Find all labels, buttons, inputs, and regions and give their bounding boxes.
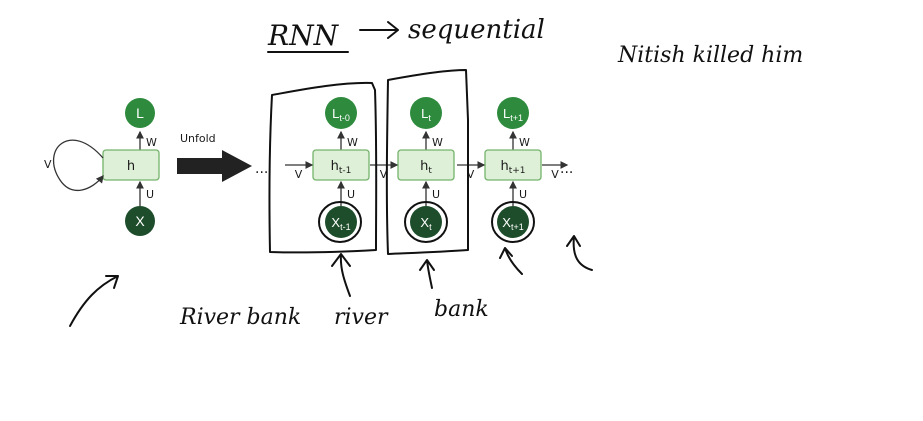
word-river: river — [334, 305, 389, 330]
step-2-output-node — [410, 97, 442, 129]
folded-hidden-box — [102, 149, 160, 181]
step-1-input-node — [325, 206, 357, 238]
step-3-output-label: Lt+1 — [503, 106, 523, 123]
title-sequential: sequential — [408, 15, 545, 45]
step-1-w-label: W — [347, 136, 358, 149]
folded-hidden-label: h — [127, 159, 135, 174]
step-3-output-node — [497, 97, 529, 129]
step-2-input-node — [410, 206, 442, 238]
word-bank: bank — [434, 297, 489, 322]
folded-input-label: X — [135, 213, 145, 229]
folded-rnn: L W h U X V — [44, 98, 160, 236]
folded-loop — [52, 139, 104, 191]
step-1-input-label: Xt-1 — [331, 215, 350, 232]
hand-arrow-3 — [499, 247, 523, 275]
folded-input-node — [125, 206, 155, 236]
step-1-output-node — [325, 97, 357, 129]
hand-arrow-5 — [69, 275, 119, 327]
step-3-u-label: U — [519, 188, 527, 201]
step-1-v-label: V — [295, 168, 303, 181]
folded-output-node — [125, 98, 155, 128]
title-arrow — [359, 21, 399, 39]
unfold-arrow — [177, 150, 252, 182]
step-2-output-label: Lt — [421, 106, 431, 123]
folded-output-label: L — [136, 105, 144, 121]
hand-box-step-1 — [268, 81, 378, 254]
folded-v-label: V — [44, 158, 52, 171]
hand-box-step-2 — [385, 69, 470, 255]
trailing-v-label: V — [551, 168, 559, 181]
step-2-hidden-label: ht — [420, 159, 432, 176]
ellipsis-right: ... — [560, 161, 573, 177]
step-3-v-label: V — [467, 168, 475, 181]
step-3-input-node — [497, 206, 529, 238]
hand-arrow-1 — [331, 253, 351, 297]
title-rnn: RNN — [267, 19, 340, 52]
step-1-output-label: Lt-0 — [332, 106, 350, 123]
hand-circle-input-1 — [318, 201, 362, 243]
ellipsis-left: ... — [255, 161, 268, 177]
hand-circle-input-2 — [404, 201, 448, 243]
hand-arrow-2 — [419, 259, 435, 289]
folded-u-label: U — [146, 188, 154, 201]
unfold-label: Unfold — [180, 132, 216, 145]
word-river-bank: River bank — [179, 305, 301, 330]
step-2-v-label: V — [380, 168, 388, 181]
step-1-u-label: U — [347, 188, 355, 201]
hand-arrow-4 — [566, 235, 593, 271]
step-1-hidden-label: ht-1 — [331, 159, 352, 176]
step-2-w-label: W — [432, 136, 443, 149]
step-3-w-label: W — [519, 136, 530, 149]
handwritten-note: Nitish killed him — [617, 43, 803, 68]
step-2-u-label: U — [432, 188, 440, 201]
hand-circle-input-3 — [491, 201, 535, 243]
folded-w-label: W — [146, 136, 157, 149]
step-2-input-label: Xt — [420, 215, 432, 232]
step-3-input-label: Xt+1 — [502, 215, 523, 232]
step-3-hidden-label: ht+1 — [500, 159, 525, 176]
